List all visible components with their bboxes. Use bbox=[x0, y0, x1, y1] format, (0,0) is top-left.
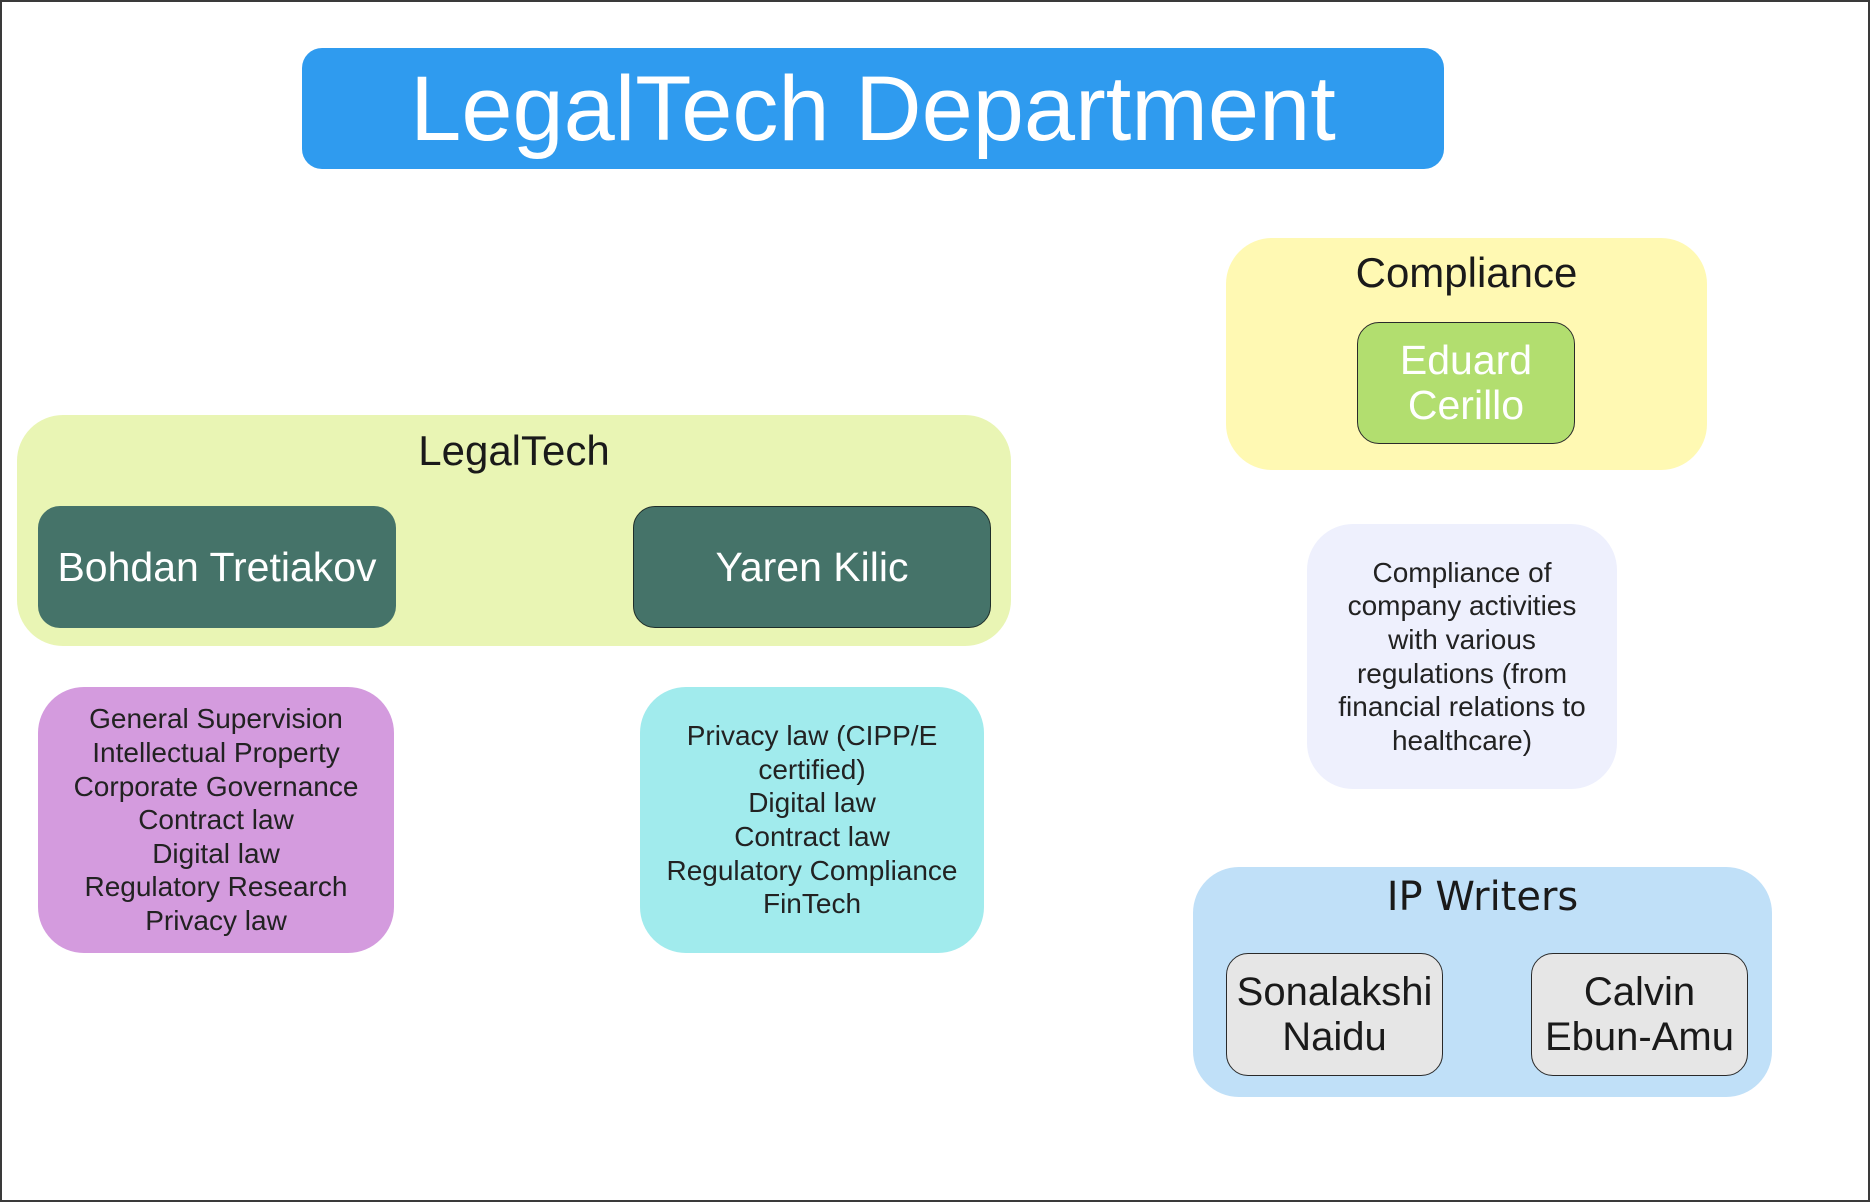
member-name-line1: Sonalakshi bbox=[1236, 969, 1433, 1014]
skill-item: FinTech bbox=[762, 888, 862, 920]
member-name-line2: Ebun-Amu bbox=[1545, 1014, 1734, 1059]
skill-item: Intellectual Property bbox=[92, 737, 340, 769]
skill-item: Contract law bbox=[138, 804, 294, 836]
member-name-line2: Naidu bbox=[1282, 1014, 1387, 1059]
compliance-group-label: Compliance bbox=[1355, 249, 1578, 296]
member-name: Bohdan Tretiakov bbox=[57, 543, 377, 590]
member-name-line1: Eduard bbox=[1399, 337, 1533, 383]
member-name-line2: Cerillo bbox=[1407, 382, 1525, 428]
skill-item: General Supervision bbox=[89, 703, 343, 735]
member-sonalakshi-naidu: Sonalakshi Naidu bbox=[1226, 953, 1443, 1076]
member-yaren-kilic: Yaren Kilic bbox=[633, 506, 991, 628]
member-bohdan-tretiakov: Bohdan Tretiakov bbox=[38, 506, 396, 628]
department-title: LegalTech Department bbox=[302, 48, 1444, 169]
skill-item: Digital law bbox=[152, 837, 280, 869]
compliance-description: Compliance of company activities with va… bbox=[1307, 524, 1617, 789]
member-name: Yaren Kilic bbox=[715, 543, 909, 590]
skill-item: Digital law bbox=[748, 787, 876, 819]
member-calvin-ebun-amu: Calvin Ebun-Amu bbox=[1531, 953, 1748, 1076]
legaltech-group-label: LegalTech bbox=[418, 427, 610, 474]
skill-item: Contract law bbox=[734, 821, 890, 852]
department-title-text: LegalTech Department bbox=[410, 57, 1336, 160]
member-eduard-cerillo: Eduard Cerillo bbox=[1357, 322, 1575, 444]
skill-item: Regulatory Research bbox=[84, 871, 348, 903]
skills-yaren-kilic: Privacy law (CIPP/E certified) Digital l… bbox=[640, 687, 984, 953]
skill-item: Regulatory Compliance bbox=[666, 854, 958, 886]
ip-writers-group-label: IP Writers bbox=[1386, 874, 1579, 920]
skills-bohdan-tretiakov: General Supervision Intellectual Propert… bbox=[38, 687, 394, 953]
compliance-description-text: Compliance of company activities with va… bbox=[1338, 556, 1586, 756]
member-name-line1: Calvin bbox=[1583, 969, 1696, 1014]
skill-item: Corporate Governance bbox=[73, 770, 359, 802]
skill-item: Privacy law bbox=[145, 904, 287, 936]
skill-item: Privacy law (CIPP/E certified) bbox=[686, 720, 938, 785]
